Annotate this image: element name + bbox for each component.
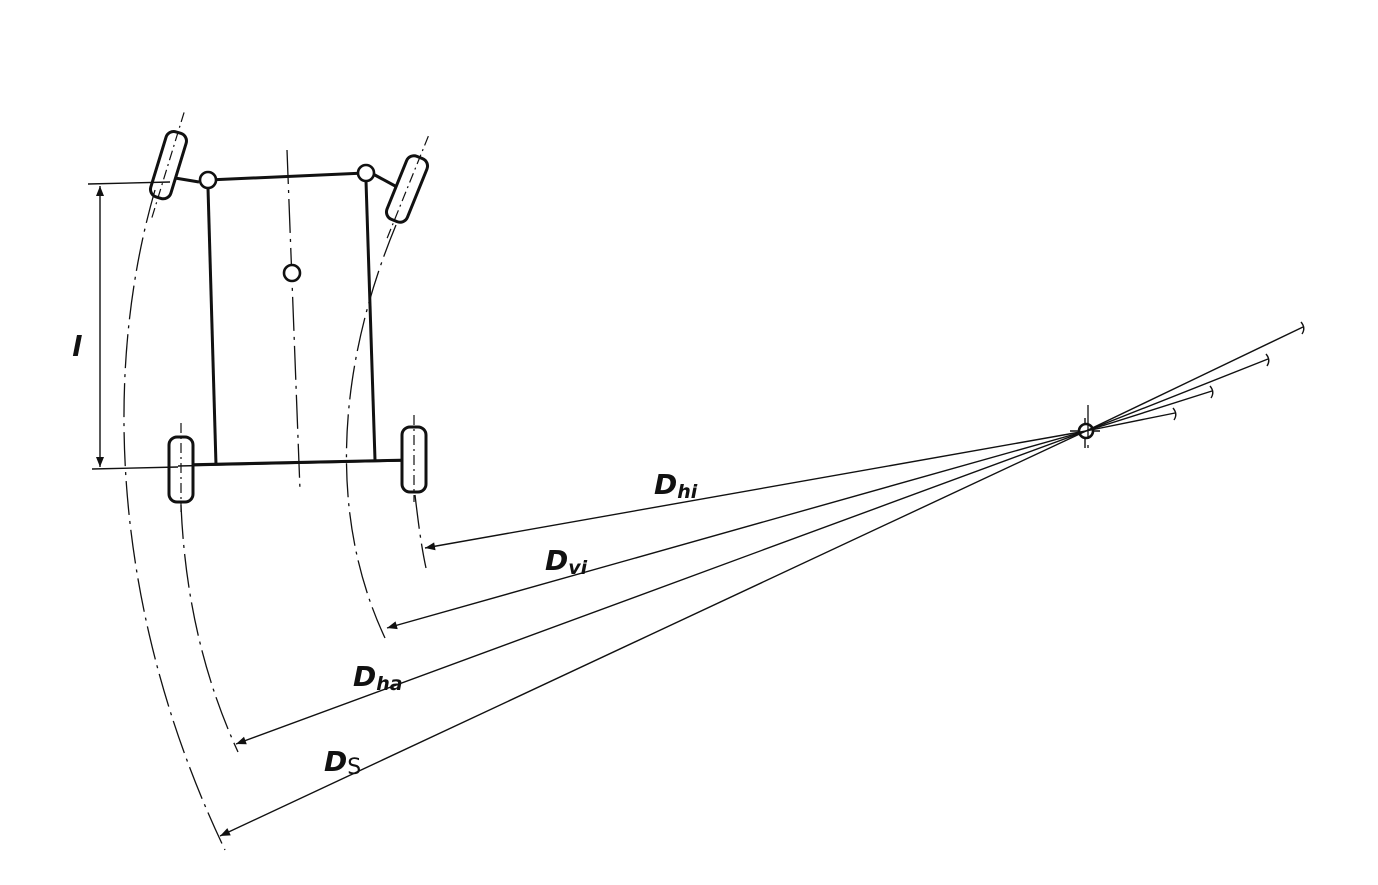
arc-ha [180,504,239,753]
radius-extensions [1085,321,1305,432]
right-kingpin-joint [356,163,376,183]
front-left-wheel [148,112,188,218]
wheelbase-label: l [72,330,82,363]
radius-line-vi [386,430,1087,630]
wheelbase-dimension [87,181,403,470]
radius-line-s [219,430,1087,837]
rear-right-wheel [400,415,428,502]
left-steering-arm [174,176,200,184]
right-rail [364,180,377,461]
center-of-gravity-marker [282,263,302,283]
arc-vi [345,224,397,639]
label-d-vi: Dvi [545,544,588,579]
rear-axle-extension [177,460,403,467]
label-d-hi: Dhi [654,468,698,503]
arc-outer-s [123,189,226,851]
left-kingpin-joint [198,170,218,190]
radius-line-hi [424,430,1087,551]
left-rail [206,187,218,466]
label-d-ha: Dha [353,660,403,695]
radius-line-ha [235,430,1087,745]
rear-axle [179,458,413,467]
rear-left-wheel [167,423,195,512]
vehicle-frame [174,171,413,467]
right-steering-arm [372,172,398,189]
front-right-wheel [384,135,430,242]
front-axle [207,171,366,182]
arc-hi [414,494,427,569]
vehicle-centerline [286,149,301,491]
label-d-s: DS [324,745,361,780]
